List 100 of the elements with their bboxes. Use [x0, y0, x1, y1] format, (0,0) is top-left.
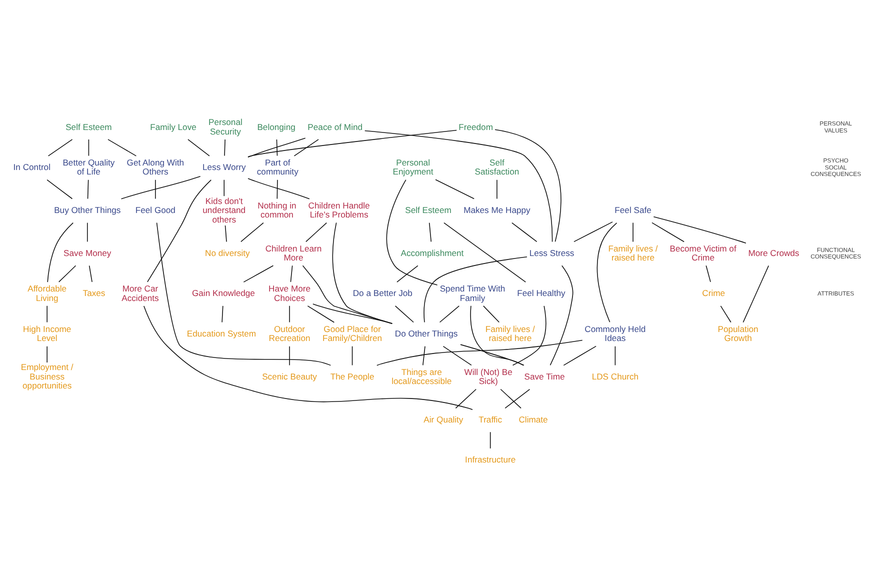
connector	[550, 265, 574, 366]
connector	[706, 265, 711, 282]
connector	[512, 222, 538, 242]
node-text: Employment / Business opportunities	[20, 362, 74, 391]
connector	[376, 340, 583, 366]
node-text: Accomplishment	[400, 248, 464, 258]
node-text: Scenic Beauty	[262, 371, 317, 382]
node-text: Do a Better Job	[352, 288, 412, 298]
node-text: In Control	[13, 162, 50, 172]
node-text: Gain Knowledge	[192, 288, 255, 298]
node-text: More Crowds	[748, 248, 800, 258]
node-text: More Car Accidents	[122, 284, 159, 303]
node-text: Makes Me Happy	[464, 205, 530, 216]
node-text: The People	[330, 371, 374, 382]
connector	[442, 346, 472, 366]
node-text: Children Handle Life's Problems	[308, 200, 370, 220]
connector	[120, 176, 201, 200]
node-text: Children Learn More	[265, 243, 322, 263]
connector	[424, 256, 528, 323]
node-text: Part of community	[256, 157, 298, 177]
connector	[653, 216, 746, 244]
connector	[563, 346, 596, 366]
node-text: Family lives / raised here	[608, 243, 658, 263]
connector	[632, 222, 634, 242]
connector	[306, 222, 328, 242]
node-text: Education System	[186, 328, 256, 339]
node-text: Nothing in common	[258, 200, 296, 220]
connector	[87, 179, 89, 200]
connector	[276, 179, 278, 200]
connector	[470, 306, 524, 366]
node-text: Freedom	[458, 122, 493, 132]
connector	[332, 222, 392, 324]
node-text: Family Love	[150, 122, 196, 132]
connector	[48, 139, 73, 156]
node-text: Get Along With Others	[126, 157, 184, 177]
connector	[494, 129, 562, 242]
node-text: Affordable Living	[28, 284, 67, 303]
connector	[155, 179, 156, 200]
node-text: Outdoor Recreation	[268, 324, 310, 344]
connector	[243, 265, 274, 282]
connector	[352, 346, 353, 366]
connector	[386, 179, 438, 286]
node-text: Taxes	[82, 288, 106, 298]
connector	[596, 222, 618, 323]
connector	[512, 306, 546, 366]
node-text: Self Satisfaction	[474, 157, 520, 177]
node-text: Infrastructure	[465, 454, 516, 465]
node-text: Good Place for Family/Children	[322, 324, 382, 344]
node-text: Spend Time With Family	[440, 284, 506, 303]
connector	[444, 222, 526, 282]
connector	[47, 222, 74, 282]
node-text: Save Time	[524, 371, 565, 382]
node-text: Have More Choices	[268, 284, 310, 303]
connector	[312, 304, 393, 324]
connector	[88, 139, 90, 156]
connector	[396, 265, 418, 282]
connector	[652, 222, 684, 242]
connector	[143, 306, 473, 410]
node-text: Self Esteem	[405, 205, 452, 216]
node-text: Become Victim of Crime	[670, 243, 736, 263]
node-text: Air Quality	[424, 414, 464, 424]
connector	[156, 222, 332, 366]
connector	[46, 179, 73, 200]
connector	[290, 265, 293, 282]
node-text: Will (Not) Be Sick)	[464, 366, 512, 386]
connector	[248, 138, 306, 158]
connector	[720, 306, 732, 323]
node-text: Do Other Things	[394, 328, 458, 339]
node-text: Climate	[518, 414, 548, 424]
connector	[289, 346, 290, 366]
connector	[188, 139, 210, 156]
connector	[364, 130, 553, 242]
connector	[435, 179, 474, 200]
node-text: Commonly Held Ideas	[584, 324, 646, 344]
connector	[46, 306, 48, 323]
node-text: Belonging	[257, 122, 296, 132]
node-text: No diversity	[205, 248, 250, 258]
connector	[224, 139, 226, 156]
connector	[222, 306, 224, 323]
connector	[574, 222, 613, 242]
node-text: Better Quality of Life	[62, 157, 115, 177]
connector	[742, 265, 770, 323]
connector	[504, 388, 530, 409]
connector	[248, 178, 310, 200]
connector	[302, 265, 393, 324]
connector	[394, 306, 414, 323]
connector	[276, 139, 278, 156]
node-text: Personal Security	[208, 117, 242, 136]
connector	[240, 222, 264, 242]
node-text: Crime	[702, 288, 726, 298]
connector	[483, 306, 500, 323]
node-text: Save Money	[64, 248, 112, 258]
node-text: Buy Other Things	[54, 205, 121, 216]
connector	[500, 388, 522, 409]
connector	[307, 306, 335, 323]
node-text: LDS Church	[592, 371, 639, 382]
node-text: Feel Healthy	[517, 288, 566, 298]
connector	[224, 225, 227, 242]
connector	[147, 180, 212, 282]
node-text: Personal Enjoyment	[392, 157, 434, 177]
